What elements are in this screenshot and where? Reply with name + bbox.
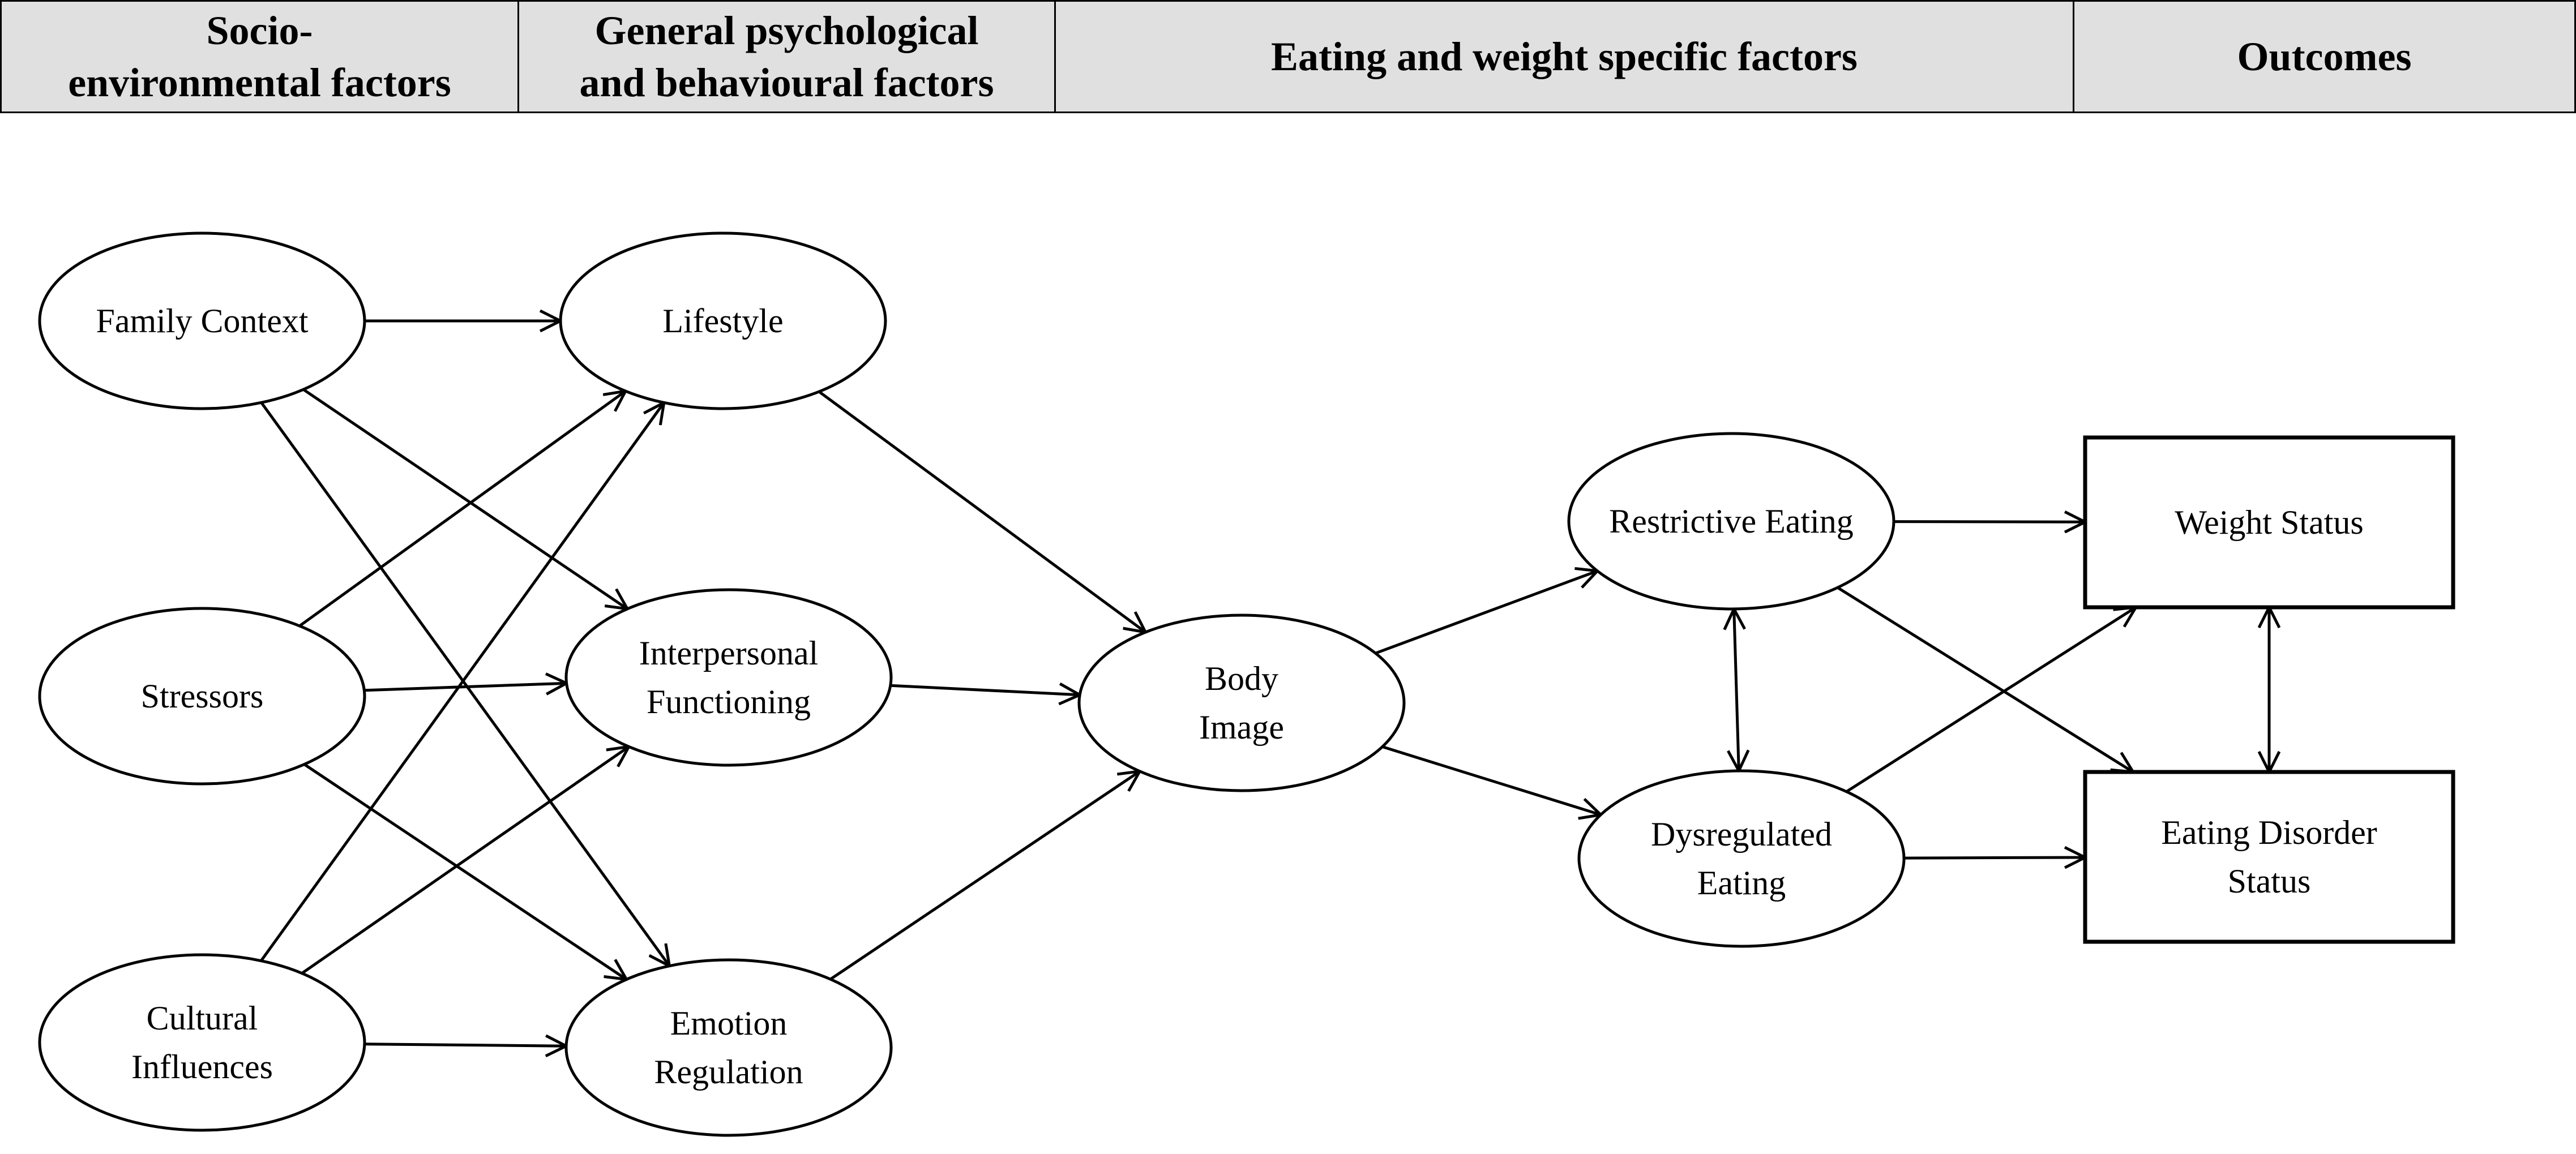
arrow-cultural-to-emotion xyxy=(364,1044,566,1046)
arrow-family-to-interpersonal xyxy=(302,388,627,609)
header-eating-weight-specific: Eating and weight specific factors xyxy=(1056,2,2074,111)
node-label-interpersonal-2: Functioning xyxy=(647,683,811,720)
header-psychological-behavioural: General psychological and behavioural fa… xyxy=(519,2,1056,111)
node-weight: Weight Status xyxy=(2083,435,2455,610)
node-label-body-2: Image xyxy=(1199,709,1284,746)
arrow-body-to-restrictive xyxy=(1375,571,1598,655)
arrow-cultural-to-lifestyle xyxy=(260,402,664,962)
arrow-stressors-to-emotion xyxy=(303,763,627,980)
factor-ellipse xyxy=(38,607,366,786)
header-socio-line-1: Socio- xyxy=(206,8,313,53)
arrow-dysregulated-to-eatingdisorder xyxy=(1903,857,2085,858)
node-stressors: Stressors xyxy=(38,607,366,786)
arrow-cultural-to-interpersonal xyxy=(301,747,628,975)
node-label-cultural-1: Cultural xyxy=(147,999,258,1037)
header-socio-environmental: Socio- environmental factors xyxy=(2,2,519,111)
arrow-restrictive-to-eatingdisorder xyxy=(1837,586,2133,772)
header-outcomes: Outcomes xyxy=(2074,2,2574,111)
arrow-emotion-to-body xyxy=(829,771,1140,981)
arrow-interpersonal-to-body xyxy=(890,685,1080,695)
node-label-restrictive-1: Restrictive Eating xyxy=(1609,503,1854,540)
arrow-stressors-to-lifestyle xyxy=(298,391,626,628)
arrow-lifestyle-to-body xyxy=(818,390,1146,632)
factor-ellipse xyxy=(38,953,366,1132)
outcome-box xyxy=(2083,435,2455,610)
arrow-family-to-emotion xyxy=(260,401,670,966)
node-label-interpersonal-1: Interpersonal xyxy=(639,634,819,672)
node-lifestyle: Lifestyle xyxy=(559,231,887,410)
header-outcomes-line-1: Outcomes xyxy=(2237,34,2412,79)
node-label-weight-1: Weight Status xyxy=(2175,504,2364,541)
factor-ellipse xyxy=(564,958,893,1137)
node-label-lifestyle-1: Lifestyle xyxy=(662,302,783,340)
arrow-body-to-dysregulated xyxy=(1381,745,1601,814)
factor-ellipse xyxy=(38,231,366,410)
header-socio-line-2: environmental factors xyxy=(68,60,451,105)
arrow-stressors-to-interpersonal xyxy=(364,683,566,690)
node-label-dysregulated-1: Dysregulated xyxy=(1651,816,1832,853)
node-label-eatingdisorder-2: Status xyxy=(2228,863,2311,900)
node-label-emotion-1: Emotion xyxy=(670,1005,788,1042)
node-label-family-1: Family Context xyxy=(96,302,309,340)
outcome-box xyxy=(2083,770,2455,944)
arrow-dysregulated-to-weight xyxy=(1846,607,2136,793)
factor-ellipse xyxy=(1577,769,1906,948)
arrow-restrictive-to-dysregulated xyxy=(1734,609,1739,771)
node-label-body-1: Body xyxy=(1205,660,1278,697)
node-label-stressors-1: Stressors xyxy=(141,677,264,715)
factor-ellipse xyxy=(559,231,887,410)
nodes-layer: Family ContextStressorsCulturalInfluence… xyxy=(38,231,2455,1137)
node-family: Family Context xyxy=(38,231,366,410)
factor-ellipse xyxy=(1567,432,1895,611)
edges-layer xyxy=(260,321,2269,1046)
factor-ellipse xyxy=(1077,614,1406,792)
column-header-table: Socio- environmental factors General psy… xyxy=(0,0,2576,113)
header-eating-line-1: Eating and weight specific factors xyxy=(1271,34,1858,79)
header-psych-line-1: General psychological xyxy=(594,8,979,53)
factor-ellipse xyxy=(564,588,893,767)
header-psych-line-2: and behavioural factors xyxy=(579,60,994,105)
node-restrictive: Restrictive Eating xyxy=(1567,432,1895,611)
node-label-eatingdisorder-1: Eating Disorder xyxy=(2161,814,2377,851)
node-label-dysregulated-2: Eating xyxy=(1697,864,1786,902)
node-label-cultural-2: Influences xyxy=(131,1048,273,1086)
node-label-emotion-2: Regulation xyxy=(654,1053,803,1091)
